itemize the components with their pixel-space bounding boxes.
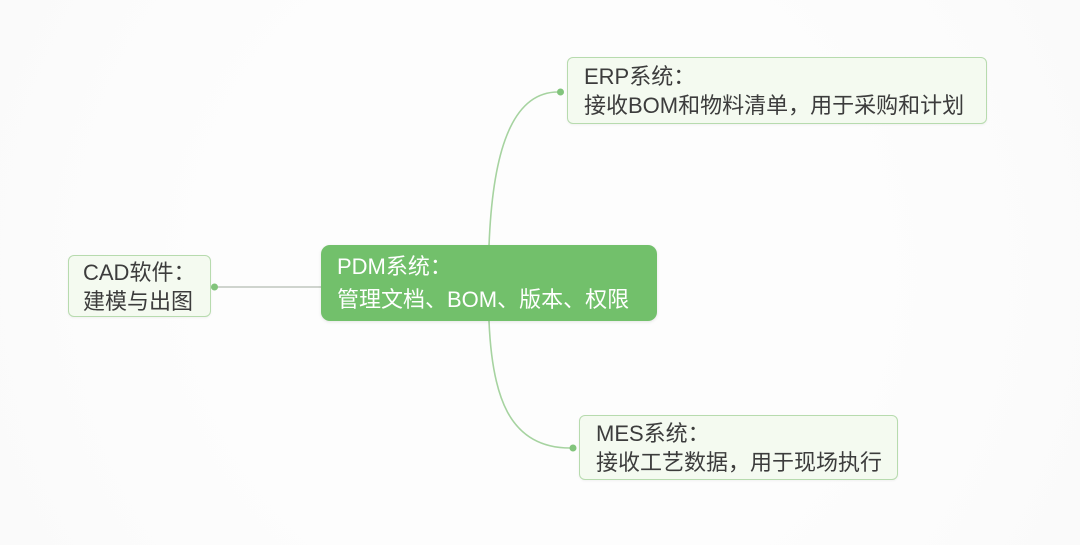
connector-pdm-erp: [488, 91, 559, 247]
connection-dot-erp: [557, 88, 564, 96]
connection-dot-cad: [211, 283, 218, 291]
node-cad[interactable]: CAD软件： 建模与出图: [68, 255, 211, 317]
node-cad-subtitle: 建模与出图: [83, 289, 194, 314]
node-mes-subtitle: 接收工艺数据，用于现场执行: [596, 450, 883, 475]
node-mes-title: MES系统：: [596, 421, 710, 446]
node-mes[interactable]: MES系统： 接收工艺数据，用于现场执行: [579, 415, 898, 480]
node-cad-title: CAD软件：: [83, 260, 196, 285]
node-pdm-subtitle: 管理文档、BOM、版本、权限: [337, 287, 630, 312]
connection-dot-mes: [569, 444, 577, 452]
node-erp-title: ERP系统：: [584, 64, 696, 89]
node-pdm-title: PDM系统：: [337, 254, 452, 279]
node-erp-subtitle: 接收BOM和物料清单，用于采购和计划: [584, 93, 965, 118]
node-erp[interactable]: ERP系统： 接收BOM和物料清单，用于采购和计划: [567, 57, 987, 124]
connector-pdm-mes: [488, 320, 571, 449]
node-pdm-root[interactable]: PDM系统： 管理文档、BOM、版本、权限: [321, 245, 657, 321]
